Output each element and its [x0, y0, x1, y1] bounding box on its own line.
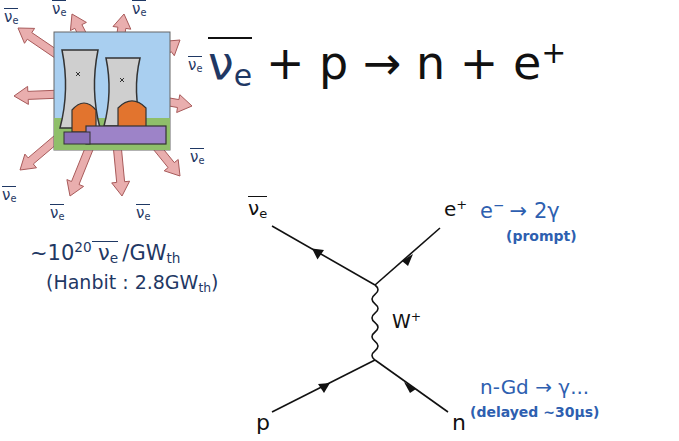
annihilation-note: e−→ 2γ — [480, 198, 560, 223]
label-text: th — [166, 250, 180, 266]
label-text: ν — [190, 148, 198, 166]
label-text: ) — [211, 271, 218, 293]
label-text: n-Gd → γ... — [480, 375, 589, 399]
label-text: e — [10, 193, 16, 204]
label-text: e — [196, 63, 202, 74]
label-text: (Hanbit : 2.8GW — [46, 271, 198, 293]
label-text: ν — [208, 36, 234, 90]
overbar: νe — [248, 196, 267, 220]
particle-label: e+ — [444, 198, 467, 221]
label-text: ν — [98, 241, 110, 265]
label-text: e — [444, 197, 456, 221]
label-text: W — [392, 310, 411, 332]
neutrino-label: νe — [136, 204, 150, 222]
label-text: ν — [136, 204, 144, 222]
label-text: ν — [52, 0, 60, 18]
label-text: ν — [4, 8, 12, 26]
label-text: e — [12, 15, 18, 26]
label-text: (delayed ~30μs) — [470, 404, 600, 420]
timing-note: (prompt) — [506, 228, 577, 244]
label-text: e — [58, 211, 64, 222]
fermion-arrows — [312, 249, 416, 394]
label-text: e — [259, 206, 267, 221]
antineutrino-rays — [14, 14, 192, 196]
neutrino-label: νe — [2, 186, 16, 204]
overbar: νe — [52, 0, 66, 17]
overbar: νe — [4, 8, 18, 25]
flux-note: ~1020νe/GWth — [30, 240, 180, 266]
neutrino-label: νe — [188, 56, 202, 74]
label-text: − — [493, 197, 504, 213]
label-text: ν — [188, 56, 196, 74]
label-text: + — [541, 35, 566, 70]
label-text: + — [456, 197, 467, 212]
label-text: + p → n + e — [266, 36, 541, 90]
neutrino-label: νe — [50, 204, 64, 222]
feynman-diagram — [272, 226, 448, 412]
label-text: ~10 — [30, 241, 74, 265]
label-text: e — [234, 58, 252, 93]
label-text: n — [452, 410, 466, 435]
label-text: (prompt) — [506, 228, 577, 244]
timing-note: (delayed ~30μs) — [470, 404, 600, 420]
label-text: e — [480, 199, 493, 223]
overbar: νe — [208, 37, 252, 91]
label-text: 20 — [74, 239, 91, 255]
particle-label: n — [452, 410, 466, 435]
particle-label: p — [256, 410, 270, 435]
label-text: ν — [132, 0, 140, 18]
label-text: e — [198, 155, 204, 166]
label-text: e — [140, 7, 146, 18]
overbar: νe — [190, 148, 204, 165]
neutrino-label: νe — [132, 0, 146, 18]
overbar: νe — [92, 241, 118, 265]
label-text: + — [411, 310, 421, 324]
label-text: e — [60, 7, 66, 18]
particle-label: νe — [248, 196, 267, 220]
boson-label: W+ — [392, 310, 421, 333]
reactor-picture — [54, 32, 170, 150]
neutrino-label: νe — [52, 0, 66, 18]
overbar: νe — [50, 204, 64, 221]
label-text: → 2γ — [510, 199, 560, 223]
label-text: e — [144, 211, 150, 222]
label-text: ν — [2, 186, 10, 204]
label-text: th — [198, 281, 211, 295]
overbar: νe — [136, 204, 150, 221]
label-text: /GW — [122, 241, 166, 265]
neutrino-label: νe — [190, 148, 204, 166]
overbar: νe — [2, 186, 16, 203]
overbar: νe — [132, 0, 146, 17]
label-text: p — [256, 410, 270, 435]
label-text: e — [110, 250, 118, 266]
capture-note: n-Gd → γ... — [480, 376, 589, 399]
reaction-equation: νe + p → n + e+ — [208, 36, 566, 91]
label-text: ν — [50, 204, 58, 222]
neutrino-label: νe — [4, 8, 18, 26]
reactor-power: (Hanbit : 2.8GWth) — [46, 272, 218, 295]
label-text: ν — [248, 196, 259, 220]
overbar: νe — [188, 56, 202, 73]
